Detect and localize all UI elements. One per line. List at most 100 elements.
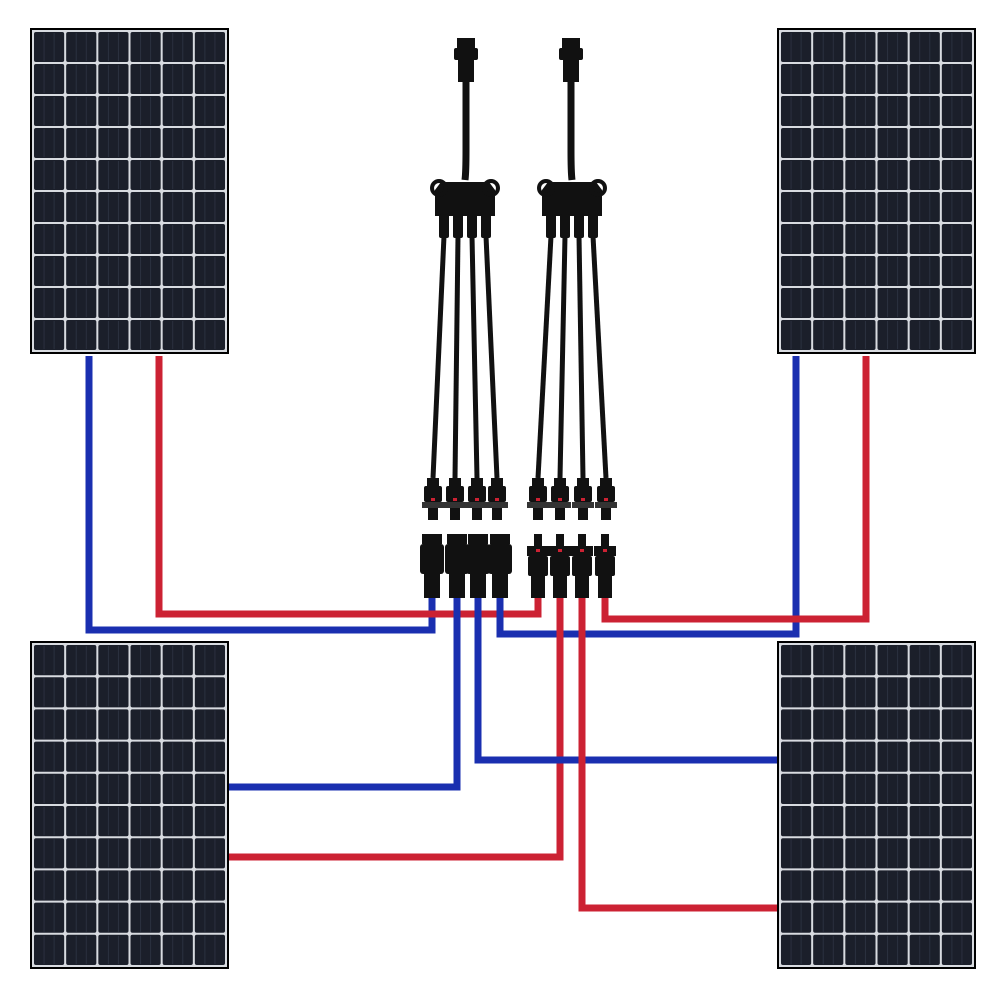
mc4-clip (466, 502, 488, 508)
mc4-female-body (488, 544, 512, 574)
panel-cell (130, 677, 161, 708)
mc4-male-pin (578, 534, 586, 546)
mc4-tip (450, 508, 460, 520)
bottom-right-solar-panel (777, 641, 976, 969)
panel-cell (66, 256, 97, 286)
panel-cell (34, 806, 65, 837)
hub-mount-ring (537, 179, 555, 197)
panel-cell (34, 902, 65, 933)
mc4-female-body (445, 544, 469, 574)
mc4-clip (595, 502, 617, 508)
panel-cell (845, 256, 876, 286)
panel-cell (194, 288, 225, 318)
trunk-cable (461, 82, 470, 181)
panel-cell (194, 128, 225, 158)
panel-cell (98, 709, 129, 740)
mc4-plug-tip (457, 38, 475, 48)
panel-cell (781, 256, 812, 286)
panel-cell (194, 838, 225, 869)
panel-cell (877, 320, 908, 350)
panel-cell (845, 224, 876, 254)
mc4-tip (555, 508, 565, 520)
panel-backsheet (32, 643, 227, 967)
splitter-hub (435, 182, 495, 216)
panel-cell (909, 741, 940, 772)
branch-cable (535, 235, 554, 479)
mc4-female-body (420, 544, 444, 574)
panel-cell (130, 224, 161, 254)
panel-cell (98, 160, 129, 190)
panel-cell (98, 838, 129, 869)
panel-cell (66, 870, 97, 901)
panel-cell (130, 709, 161, 740)
panel-cell (781, 838, 812, 869)
panel-cell (98, 192, 129, 222)
panel-cell (162, 902, 193, 933)
panel-cell (941, 128, 972, 158)
panel-cell (909, 256, 940, 286)
panel-cell (877, 677, 908, 708)
panel-backsheet (779, 30, 974, 352)
mc4-clip (422, 502, 444, 508)
panel-cell (909, 128, 940, 158)
panel-cell (34, 224, 65, 254)
panel-cell (781, 32, 812, 62)
mc4-seal-mark (580, 549, 584, 552)
panel-cell (194, 64, 225, 94)
panel-cell (909, 96, 940, 126)
panel-cell (130, 902, 161, 933)
mc4-seal-mark (495, 498, 499, 501)
branch-cable (469, 235, 480, 479)
panel-cell (34, 709, 65, 740)
panel-cell (909, 773, 940, 804)
panel-cell (845, 96, 876, 126)
panel-cell (909, 64, 940, 94)
panel-cell (845, 64, 876, 94)
panel-cell (98, 806, 129, 837)
panel-cell (877, 741, 908, 772)
panel-cell (34, 645, 65, 676)
panel-cell (941, 256, 972, 286)
panel-cell (34, 64, 65, 94)
panel-cell (845, 741, 876, 772)
mc4-body (424, 486, 442, 502)
mc4-nut (427, 478, 439, 486)
mc4-clip (486, 502, 508, 508)
panel-cell (941, 160, 972, 190)
mc4-tip (472, 508, 482, 520)
mc4-seal-mark (453, 498, 457, 501)
panel-cell (941, 709, 972, 740)
panel-cell (194, 224, 225, 254)
panel-cell (845, 870, 876, 901)
panel-cell (781, 677, 812, 708)
bottom-right-negative-wire (474, 598, 778, 764)
panel-cell (877, 128, 908, 158)
panel-cell (941, 645, 972, 676)
panel-cell (162, 741, 193, 772)
panel-cell (194, 160, 225, 190)
mc4-male-pin (534, 534, 542, 546)
panel-cell (813, 128, 844, 158)
splitter-hub (542, 182, 602, 216)
panel-cell (781, 96, 812, 126)
mc4-tip (601, 508, 611, 520)
trunk-cable (567, 82, 576, 181)
panel-cell (130, 320, 161, 350)
panel-cell (34, 96, 65, 126)
mc4-body (597, 486, 615, 502)
mc4-female-mouth (490, 534, 510, 544)
panel-cell (813, 256, 844, 286)
panel-cell (162, 320, 193, 350)
mc4-male-pin (601, 534, 609, 546)
panel-cell (781, 64, 812, 94)
panel-cell (781, 645, 812, 676)
panel-cell (130, 32, 161, 62)
panel-cell (194, 870, 225, 901)
panel-cell (941, 224, 972, 254)
wires (85, 356, 870, 912)
panel-cell (66, 773, 97, 804)
panel-cell (781, 192, 812, 222)
panel-cell (34, 870, 65, 901)
panel-cell (194, 96, 225, 126)
